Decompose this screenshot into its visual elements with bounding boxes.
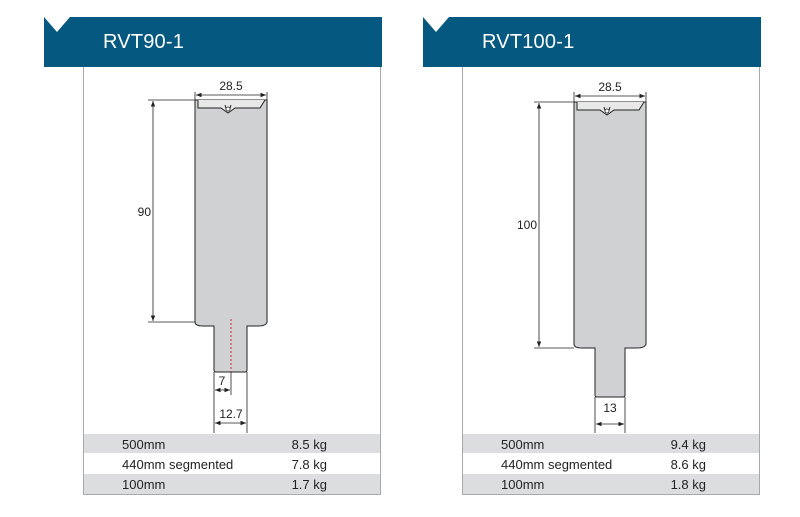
tang-half-dim-label: 7: [219, 374, 226, 388]
width-dim-label: 28.5: [219, 79, 243, 93]
spec-row: 500mm 9.4 kg: [463, 433, 759, 454]
spec-weight: 9.4 kg: [670, 437, 706, 452]
tool-panel-rvt100-1: RVT100-1 28.5 100 13 500mm 9.4 kg: [423, 17, 761, 495]
spec-row: 440mm segmented 7.8 kg: [84, 453, 380, 474]
panel-header: RVT90-1: [44, 17, 382, 67]
spec-row: 500mm 8.5 kg: [84, 433, 380, 454]
spec-length: 500mm: [501, 437, 545, 452]
spec-weight: 8.6 kg: [670, 457, 706, 472]
top-v-groove: [576, 101, 645, 116]
spec-row: 440mm segmented 8.6 kg: [463, 453, 759, 474]
drawing-area: 28.5 100 13 500mm 9.4 kg 440mm segmented…: [462, 67, 760, 495]
panel-title: RVT90-1: [103, 31, 185, 53]
spec-row: 100mm 1.7 kg: [84, 473, 380, 494]
drawing-area: 28.5 90 7 12.7 500mm 8.5 kg 440mm segmen…: [83, 67, 381, 495]
spec-length: 440mm segmented: [122, 457, 234, 472]
tool-profile-drawing: 28.5 90 7 12.7: [138, 79, 268, 434]
header-notch: [44, 17, 70, 32]
tool-panel-rvt90-1: RVT90-1 28.5 90 7: [44, 17, 382, 495]
height-dim-label: 100: [517, 218, 537, 232]
height-dim-label: 90: [138, 205, 152, 219]
tool-profile-drawing: 28.5 100 13: [517, 80, 647, 433]
spec-length: 100mm: [501, 477, 545, 492]
spec-row: 100mm 1.8 kg: [463, 473, 759, 494]
spec-weight: 1.7 kg: [291, 477, 327, 492]
spec-length: 440mm segmented: [501, 457, 613, 472]
spec-weight: 8.5 kg: [291, 437, 327, 452]
spec-length: 500mm: [122, 437, 166, 452]
panel-header: RVT100-1: [423, 17, 761, 67]
width-dim-label: 28.5: [598, 80, 622, 94]
spec-weight: 7.8 kg: [291, 457, 327, 472]
spec-weight: 1.8 kg: [670, 477, 706, 492]
header-notch: [423, 17, 449, 32]
tool-body: [573, 101, 647, 398]
top-v-groove: [197, 99, 266, 114]
spec-length: 100mm: [122, 477, 166, 492]
tang-width-dim-label: 13: [603, 401, 617, 415]
tang-width-dim-label: 12.7: [219, 407, 243, 421]
tool-body: [194, 99, 268, 373]
panel-title: RVT100-1: [482, 31, 575, 53]
